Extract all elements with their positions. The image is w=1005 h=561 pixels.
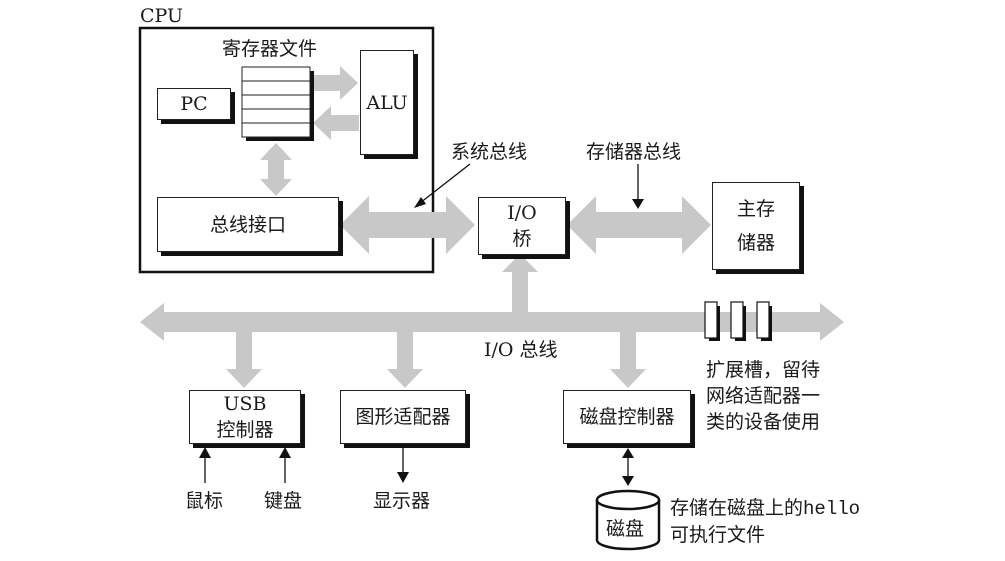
system-bus-label: 系统总线 bbox=[451, 141, 528, 163]
expansion-slot bbox=[704, 301, 718, 339]
expansion-note-line-3: 类的设备使用 bbox=[706, 411, 821, 433]
expansion-slot bbox=[756, 301, 770, 339]
disk-arrow-head-down bbox=[622, 476, 634, 486]
disk-label: 磁盘 bbox=[606, 518, 645, 540]
usb-drop-arrow bbox=[226, 332, 262, 388]
io-bridge-label-2: 桥 bbox=[512, 228, 532, 250]
disk-controller-label: 磁盘控制器 bbox=[579, 406, 675, 428]
register-file bbox=[241, 66, 314, 141]
memory-bus-label: 存储器总线 bbox=[586, 141, 682, 163]
alu-box: ALU bbox=[360, 50, 414, 155]
usb-controller-box: USB 控制器 bbox=[189, 390, 301, 444]
regfile-to-alu-arrow bbox=[312, 66, 358, 100]
disk-controller-box: 磁盘控制器 bbox=[563, 390, 691, 444]
system-bus-arrow bbox=[340, 196, 475, 254]
mouse-label: 鼠标 bbox=[185, 490, 224, 512]
usb-controller-label-1: USB bbox=[223, 393, 267, 415]
register-file-label: 寄存器文件 bbox=[222, 38, 318, 60]
expansion-slot bbox=[730, 301, 744, 339]
alu-label: ALU bbox=[366, 91, 408, 114]
main-memory-label-2: 储器 bbox=[736, 232, 775, 254]
memory-bus-pointer-head bbox=[632, 199, 644, 209]
disk-icon bbox=[595, 489, 661, 551]
alu-to-regfile-arrow bbox=[313, 106, 359, 140]
io-bus-arrow bbox=[140, 303, 844, 341]
keyboard-label: 键盘 bbox=[264, 490, 303, 512]
disk-note-line-2: 可执行文件 bbox=[670, 524, 766, 546]
cpu-label: CPU bbox=[140, 5, 184, 27]
expansion-slots bbox=[704, 301, 772, 341]
cpu-box bbox=[138, 26, 435, 274]
keyboard-arrow-head bbox=[279, 447, 291, 458]
pc-box: PC bbox=[157, 88, 231, 120]
graphics-adapter-box: 图形适配器 bbox=[340, 390, 466, 444]
bus-interface-box: 总线接口 bbox=[157, 197, 339, 252]
main-memory-label-1: 主存 bbox=[736, 198, 775, 220]
disk-note: 存储在磁盘上的hello 可执行文件 bbox=[670, 495, 860, 548]
expansion-slots-note: 扩展槽，留待 网络适配器一 类的设备使用 bbox=[706, 357, 820, 435]
expansion-note-line-1: 扩展槽，留待 bbox=[706, 359, 821, 381]
graphics-adapter-label: 图形适配器 bbox=[355, 406, 451, 428]
memory-bus-arrow bbox=[567, 196, 711, 254]
disk-note-code: hello bbox=[803, 498, 861, 520]
display-label: 显示器 bbox=[373, 490, 431, 512]
main-memory-box: 主存 储器 bbox=[712, 182, 800, 270]
system-bus-pointer-head bbox=[414, 197, 426, 208]
pc-label: PC bbox=[180, 93, 208, 115]
io-bridge-label-1: I/O bbox=[507, 202, 537, 224]
regfile-businterface-arrow bbox=[260, 143, 292, 196]
mouse-arrow-head bbox=[199, 447, 211, 458]
disk-controller-drop-arrow bbox=[610, 332, 646, 388]
io-bridge-connector-arrow bbox=[502, 254, 538, 312]
graphics-drop-arrow bbox=[387, 332, 423, 388]
expansion-note-line-2: 网络适配器一 bbox=[706, 385, 821, 407]
usb-controller-label-2: 控制器 bbox=[216, 419, 274, 441]
system-bus-pointer bbox=[419, 163, 471, 204]
display-arrow-head bbox=[397, 472, 409, 483]
io-bridge-box: I/O 桥 bbox=[478, 197, 566, 255]
disk-arrow-head-up bbox=[622, 448, 634, 458]
io-bus-label: I/O 总线 bbox=[484, 339, 558, 361]
bus-interface-label: 总线接口 bbox=[209, 213, 286, 236]
disk-note-prefix: 存储在磁盘上的 bbox=[670, 497, 804, 519]
